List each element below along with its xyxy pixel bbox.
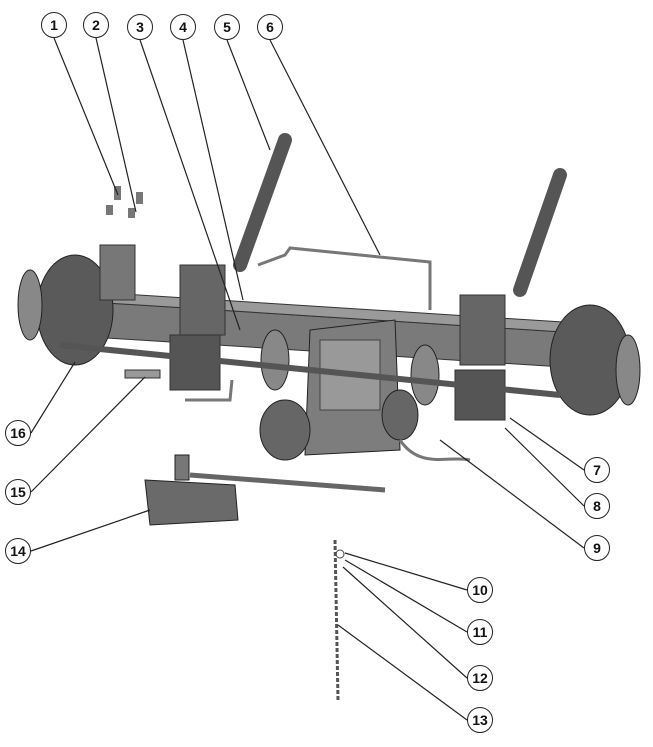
drive-shaft xyxy=(59,342,561,398)
axle-beam xyxy=(59,264,611,421)
callout-6: 6 xyxy=(257,14,283,40)
bolts xyxy=(106,186,143,218)
callout-2: 2 xyxy=(83,12,109,38)
hydraulic-cylinders xyxy=(233,133,567,297)
callout-14: 14 xyxy=(5,538,31,564)
callout-9: 9 xyxy=(584,535,610,561)
callout-7: 7 xyxy=(584,457,610,483)
callout-10: 10 xyxy=(467,577,493,603)
leader-lines xyxy=(30,37,585,721)
chain xyxy=(333,539,345,701)
left-hub xyxy=(17,244,136,366)
callout-15: 15 xyxy=(5,479,31,505)
callout-11: 11 xyxy=(467,619,493,645)
hydraulic-lines xyxy=(185,246,471,462)
callout-5: 5 xyxy=(214,14,240,40)
callout-13: 13 xyxy=(467,707,493,733)
callout-3: 3 xyxy=(127,14,153,40)
callout-16: 16 xyxy=(5,420,31,446)
callout-1: 1 xyxy=(41,12,67,38)
steering-motor xyxy=(144,454,386,526)
callout-12: 12 xyxy=(467,665,493,691)
callout-4: 4 xyxy=(170,14,196,40)
right-hub xyxy=(549,304,641,416)
callout-8: 8 xyxy=(584,493,610,519)
